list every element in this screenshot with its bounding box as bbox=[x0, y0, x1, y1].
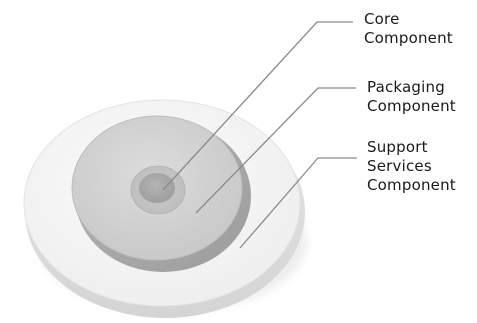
support-services-component-label: Support Services Component bbox=[367, 138, 456, 195]
support-label-line-3: Component bbox=[367, 176, 456, 194]
core-label-line-1: Core bbox=[364, 10, 400, 28]
packaging-leader-line bbox=[195, 87, 356, 214]
support-label-line-2: Services bbox=[367, 157, 432, 175]
packaging-label-line-1: Packaging bbox=[367, 78, 445, 96]
packaging-label-line-2: Component bbox=[367, 97, 456, 115]
core-leader-line bbox=[162, 21, 353, 191]
support-label-line-1: Support bbox=[367, 138, 428, 156]
core-label-line-2: Component bbox=[364, 29, 453, 47]
core-disc bbox=[139, 173, 175, 203]
packaging-component-label: Packaging Component bbox=[367, 78, 456, 116]
core-component-label: Core Component bbox=[364, 10, 453, 48]
support-leader-line bbox=[239, 157, 357, 249]
